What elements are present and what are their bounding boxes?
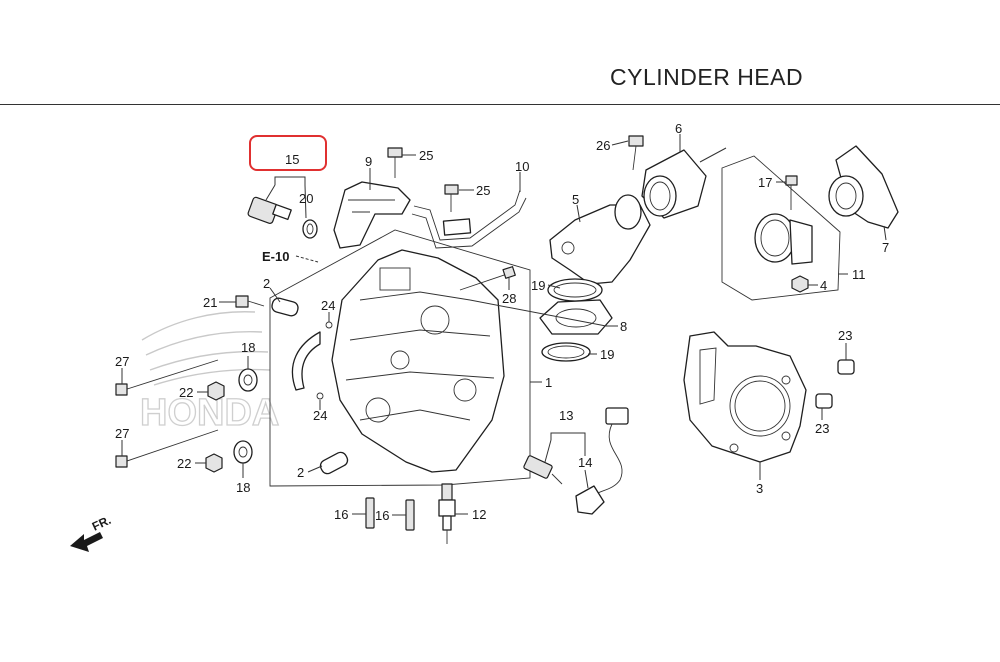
callout-8: 8	[620, 319, 627, 334]
part-16-stud-a	[365, 497, 375, 529]
part-18-washer-b	[233, 440, 253, 464]
leader-lines	[121, 134, 887, 516]
part-18-washer-a	[238, 368, 258, 392]
part-23-dowel-b	[815, 393, 833, 409]
callout-22-a: 22	[179, 385, 193, 400]
part-22-nut-b	[205, 453, 223, 473]
part-25-bolt-b	[444, 184, 459, 212]
part-3-gasket	[683, 331, 807, 463]
part-2-guide-b	[319, 451, 349, 475]
callout-18-b: 18	[236, 480, 250, 495]
part-1-frame	[269, 229, 531, 487]
callout-14: 14	[578, 455, 592, 470]
part-24-pin-b	[316, 392, 324, 400]
part-5-intake-pipe	[549, 194, 651, 285]
callout-21: 21	[203, 295, 217, 310]
callout-4: 4	[820, 278, 827, 293]
callout-24-a: 24	[321, 298, 335, 313]
part-2-guide-a	[271, 297, 299, 317]
front-direction-label: FR.	[90, 513, 113, 534]
callout-23-b: 23	[815, 421, 829, 436]
e10-reference: E-10	[262, 249, 319, 264]
part-24-pin-a	[325, 321, 333, 329]
watermark-text: HONDA	[140, 392, 279, 434]
part-22-nut-a	[207, 381, 225, 401]
part-25-bolt-a	[387, 147, 403, 178]
part-16-stud-b	[405, 499, 415, 531]
callout-25-a: 25	[419, 148, 433, 163]
part-13-sensor	[523, 455, 563, 485]
callout-20: 20	[299, 191, 313, 206]
callout-26: 26	[596, 138, 610, 153]
callout-17: 17	[758, 175, 772, 190]
part-27-stud-b	[115, 429, 219, 468]
part-4-nut	[791, 275, 809, 293]
honda-watermark: HONDA	[139, 311, 280, 435]
callout-23-a: 23	[838, 328, 852, 343]
part-27-stud-a	[115, 359, 219, 396]
callout-25-b: 25	[476, 183, 490, 198]
callout-19-a: 19	[531, 278, 545, 293]
callout-labels: 15 20 9 25 25 10 26 6 5 17 7 11 4 2 21 2…	[115, 121, 889, 523]
highlight-box-15	[249, 135, 327, 171]
callout-2-b: 2	[297, 465, 304, 480]
part-6-insulator	[641, 149, 707, 219]
callout-2-a: 2	[263, 276, 270, 291]
callout-7: 7	[882, 240, 889, 255]
callout-28: 28	[502, 291, 516, 306]
callout-24-b: 24	[313, 408, 327, 423]
part-21-bolt	[235, 295, 265, 308]
front-direction-indicator: FR.	[70, 513, 113, 552]
part-28-stud	[459, 266, 516, 291]
part-12-spark-plug	[438, 483, 456, 544]
callout-12: 12	[472, 507, 486, 522]
part-9-bracket	[333, 181, 411, 249]
title-divider	[0, 104, 1000, 105]
callout-3: 3	[756, 481, 763, 496]
part-20-washer	[302, 219, 318, 239]
callout-9: 9	[365, 154, 372, 169]
callout-22-b: 22	[177, 456, 191, 471]
part-11-frame	[721, 155, 841, 301]
callout-13: 13	[559, 408, 573, 423]
e10-label: E-10	[262, 249, 289, 264]
part-19-oring-a	[547, 278, 603, 302]
callout-5: 5	[572, 192, 579, 207]
part-10-pipe	[411, 189, 527, 249]
callout-6: 6	[675, 121, 682, 136]
part-cam-chain-guide	[291, 331, 321, 391]
part-11-clamp	[754, 213, 813, 265]
part-8-insulator-plate	[539, 299, 613, 335]
part-7-insulator	[828, 145, 899, 229]
callout-16-b: 16	[375, 508, 389, 523]
callout-15: 15	[285, 152, 299, 167]
part-1-cylinder-head	[331, 249, 505, 473]
callout-27-b: 27	[115, 426, 129, 441]
part-17-screw	[785, 175, 798, 210]
callout-27-a: 27	[115, 354, 129, 369]
part-15-sensor	[247, 196, 292, 224]
part-14-connector-harness	[575, 407, 629, 515]
part-26-bolt	[628, 135, 644, 171]
page-title: CYLINDER HEAD	[610, 64, 804, 90]
part-19-oring-b	[541, 342, 591, 362]
callout-11: 11	[852, 267, 866, 282]
part-23-dowel-a	[837, 359, 855, 375]
callout-10: 10	[515, 159, 529, 174]
callout-1: 1	[545, 375, 552, 390]
callout-16-a: 16	[334, 507, 348, 522]
callout-19-b: 19	[600, 347, 614, 362]
callout-18-a: 18	[241, 340, 255, 355]
front-arrow-icon	[70, 532, 103, 552]
